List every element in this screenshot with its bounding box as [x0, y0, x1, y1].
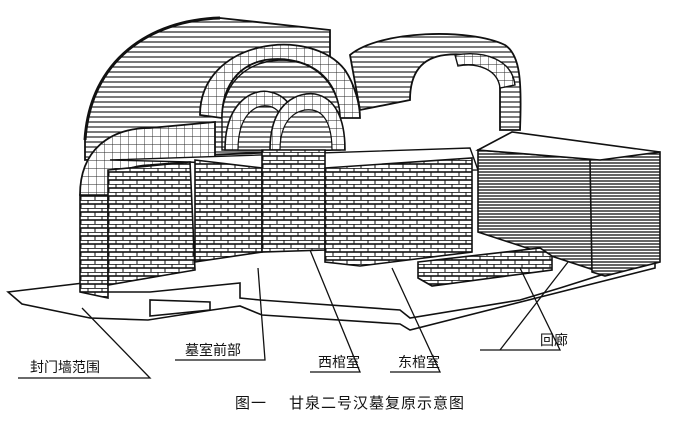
figure-caption: 图一 甘泉二号汉墓复原示意图 [0, 392, 700, 413]
label-east-chamber: 东棺室 [398, 354, 440, 371]
label-seal-wall: 封门墙范围 [30, 359, 100, 376]
label-corridor: 回廊 [540, 332, 568, 349]
chamber-arches [224, 90, 346, 151]
right-rear-arch [349, 33, 522, 131]
west-chamber-wall [194, 149, 326, 263]
label-west-chamber: 西棺室 [318, 354, 360, 371]
leader-lines [18, 249, 569, 379]
coffin-platform [417, 247, 553, 287]
front-left-wall [79, 161, 196, 299]
figure-number: 图一 [234, 394, 267, 412]
east-chamber-wall [324, 157, 473, 267]
label-front-chamber: 墓室前部 [185, 342, 241, 359]
figure-title: 甘泉二号汉墓复原示意图 [289, 394, 466, 412]
corridor-walls [475, 131, 661, 277]
